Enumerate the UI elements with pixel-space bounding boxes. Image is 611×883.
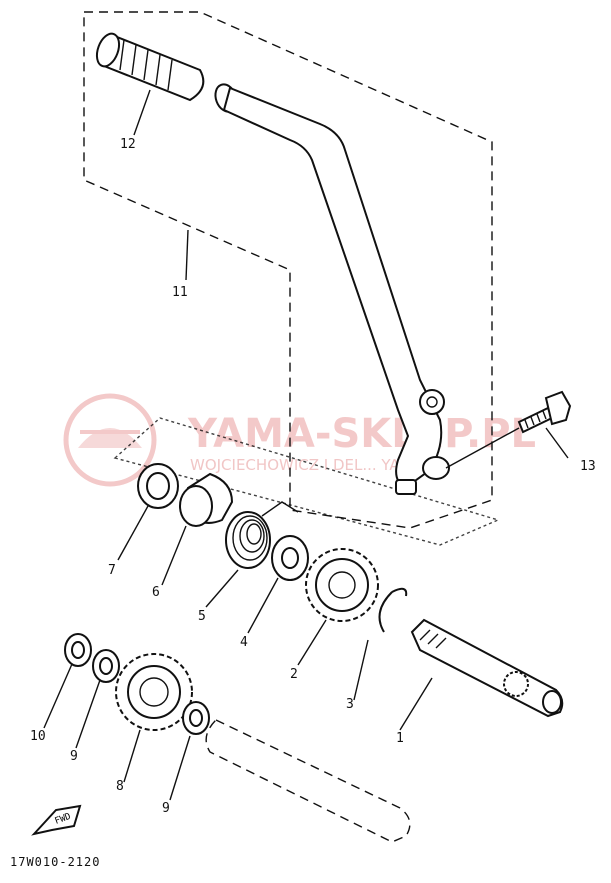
label-7: 7 <box>108 563 116 578</box>
idle-gear <box>115 653 193 731</box>
label-10: 10 <box>30 729 46 744</box>
label-1: 1 <box>396 731 404 746</box>
watermark-brand: YAMA-SKLEP.PL <box>187 411 536 457</box>
small-circlip <box>64 633 92 667</box>
plain-washer <box>271 535 309 581</box>
kick-gear <box>305 548 379 622</box>
watermark: YAMA-SKLEP.PL WOJCIECHOWICZ I DEL... YAM… <box>63 393 536 487</box>
label-13: 13 <box>580 459 596 474</box>
label-5: 5 <box>198 609 206 624</box>
label-2: 2 <box>290 667 298 682</box>
kick-grip <box>95 32 205 102</box>
label-4: 4 <box>240 635 248 650</box>
oil-seal <box>137 463 179 509</box>
forward-arrow-icon: FWD <box>31 804 82 836</box>
shaft-group-plane <box>113 417 501 546</box>
label-8: 8 <box>116 779 124 794</box>
watermark-logo-icon <box>63 393 157 487</box>
kick-axle <box>410 618 564 718</box>
circlip <box>378 587 408 633</box>
label-12: 12 <box>120 137 136 152</box>
kick-crank-lever <box>214 83 450 495</box>
spring-cover <box>179 472 234 527</box>
label-9-upper: 9 <box>70 749 78 764</box>
idle-shaft <box>205 719 411 843</box>
label-3: 3 <box>346 697 354 712</box>
thrust-washer-b <box>182 701 210 735</box>
label-11: 11 <box>172 285 188 300</box>
label-9-lower: 9 <box>162 801 170 816</box>
leader-lines <box>43 89 569 801</box>
thrust-washer-a <box>92 649 120 683</box>
part-labels: 12 11 13 7 6 5 4 2 3 1 10 9 8 9 <box>30 137 596 816</box>
label-6: 6 <box>152 585 160 600</box>
pinch-bolt <box>445 390 572 469</box>
diagram-code: 17W010-2120 <box>10 855 100 869</box>
torsion-spring <box>225 501 299 569</box>
